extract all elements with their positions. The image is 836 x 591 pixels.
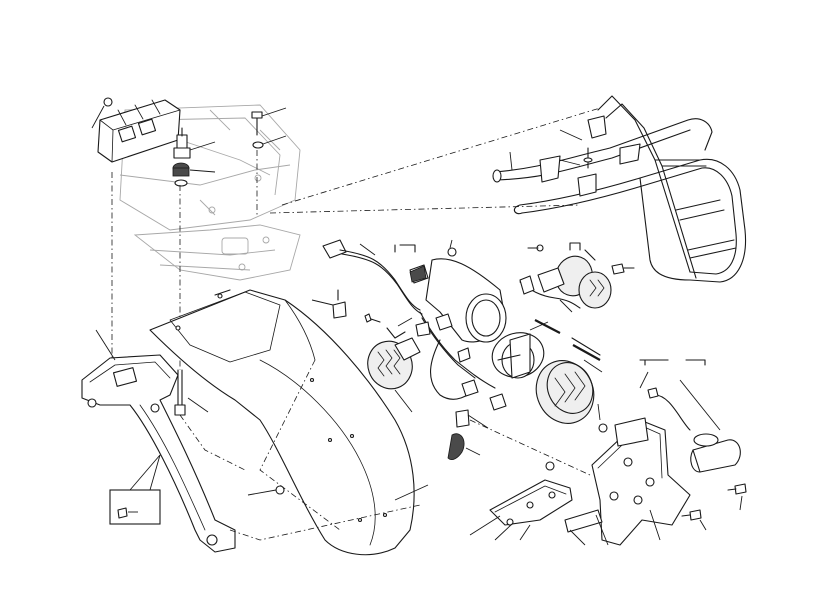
assembly-line-a bbox=[281, 107, 601, 206]
assembly-line-f bbox=[229, 504, 421, 541]
screws-right bbox=[681, 483, 747, 531]
assembly-line-b bbox=[269, 204, 581, 214]
connector-detail-inset bbox=[109, 489, 161, 525]
group-bracket-marks bbox=[534, 319, 706, 366]
assembly-line-e bbox=[469, 419, 591, 476]
tail-light-bracket bbox=[394, 239, 507, 343]
support-arm bbox=[81, 329, 236, 553]
tail-light bbox=[491, 321, 549, 379]
engine-control-unit bbox=[91, 97, 181, 163]
passenger-grab-rail bbox=[492, 95, 747, 283]
license-bracket-lower bbox=[469, 461, 609, 546]
misc-small-parts bbox=[311, 289, 489, 460]
license-plate-holder bbox=[591, 403, 691, 546]
rear-reflector bbox=[535, 337, 603, 424]
rear-subframe-ghost bbox=[119, 104, 301, 281]
turn-indicator-left bbox=[364, 313, 421, 413]
mounting-screw-set-top bbox=[172, 107, 287, 215]
turn-indicator-right bbox=[519, 242, 635, 313]
rear-mudguard bbox=[149, 289, 429, 556]
long-bolt bbox=[174, 369, 246, 471]
